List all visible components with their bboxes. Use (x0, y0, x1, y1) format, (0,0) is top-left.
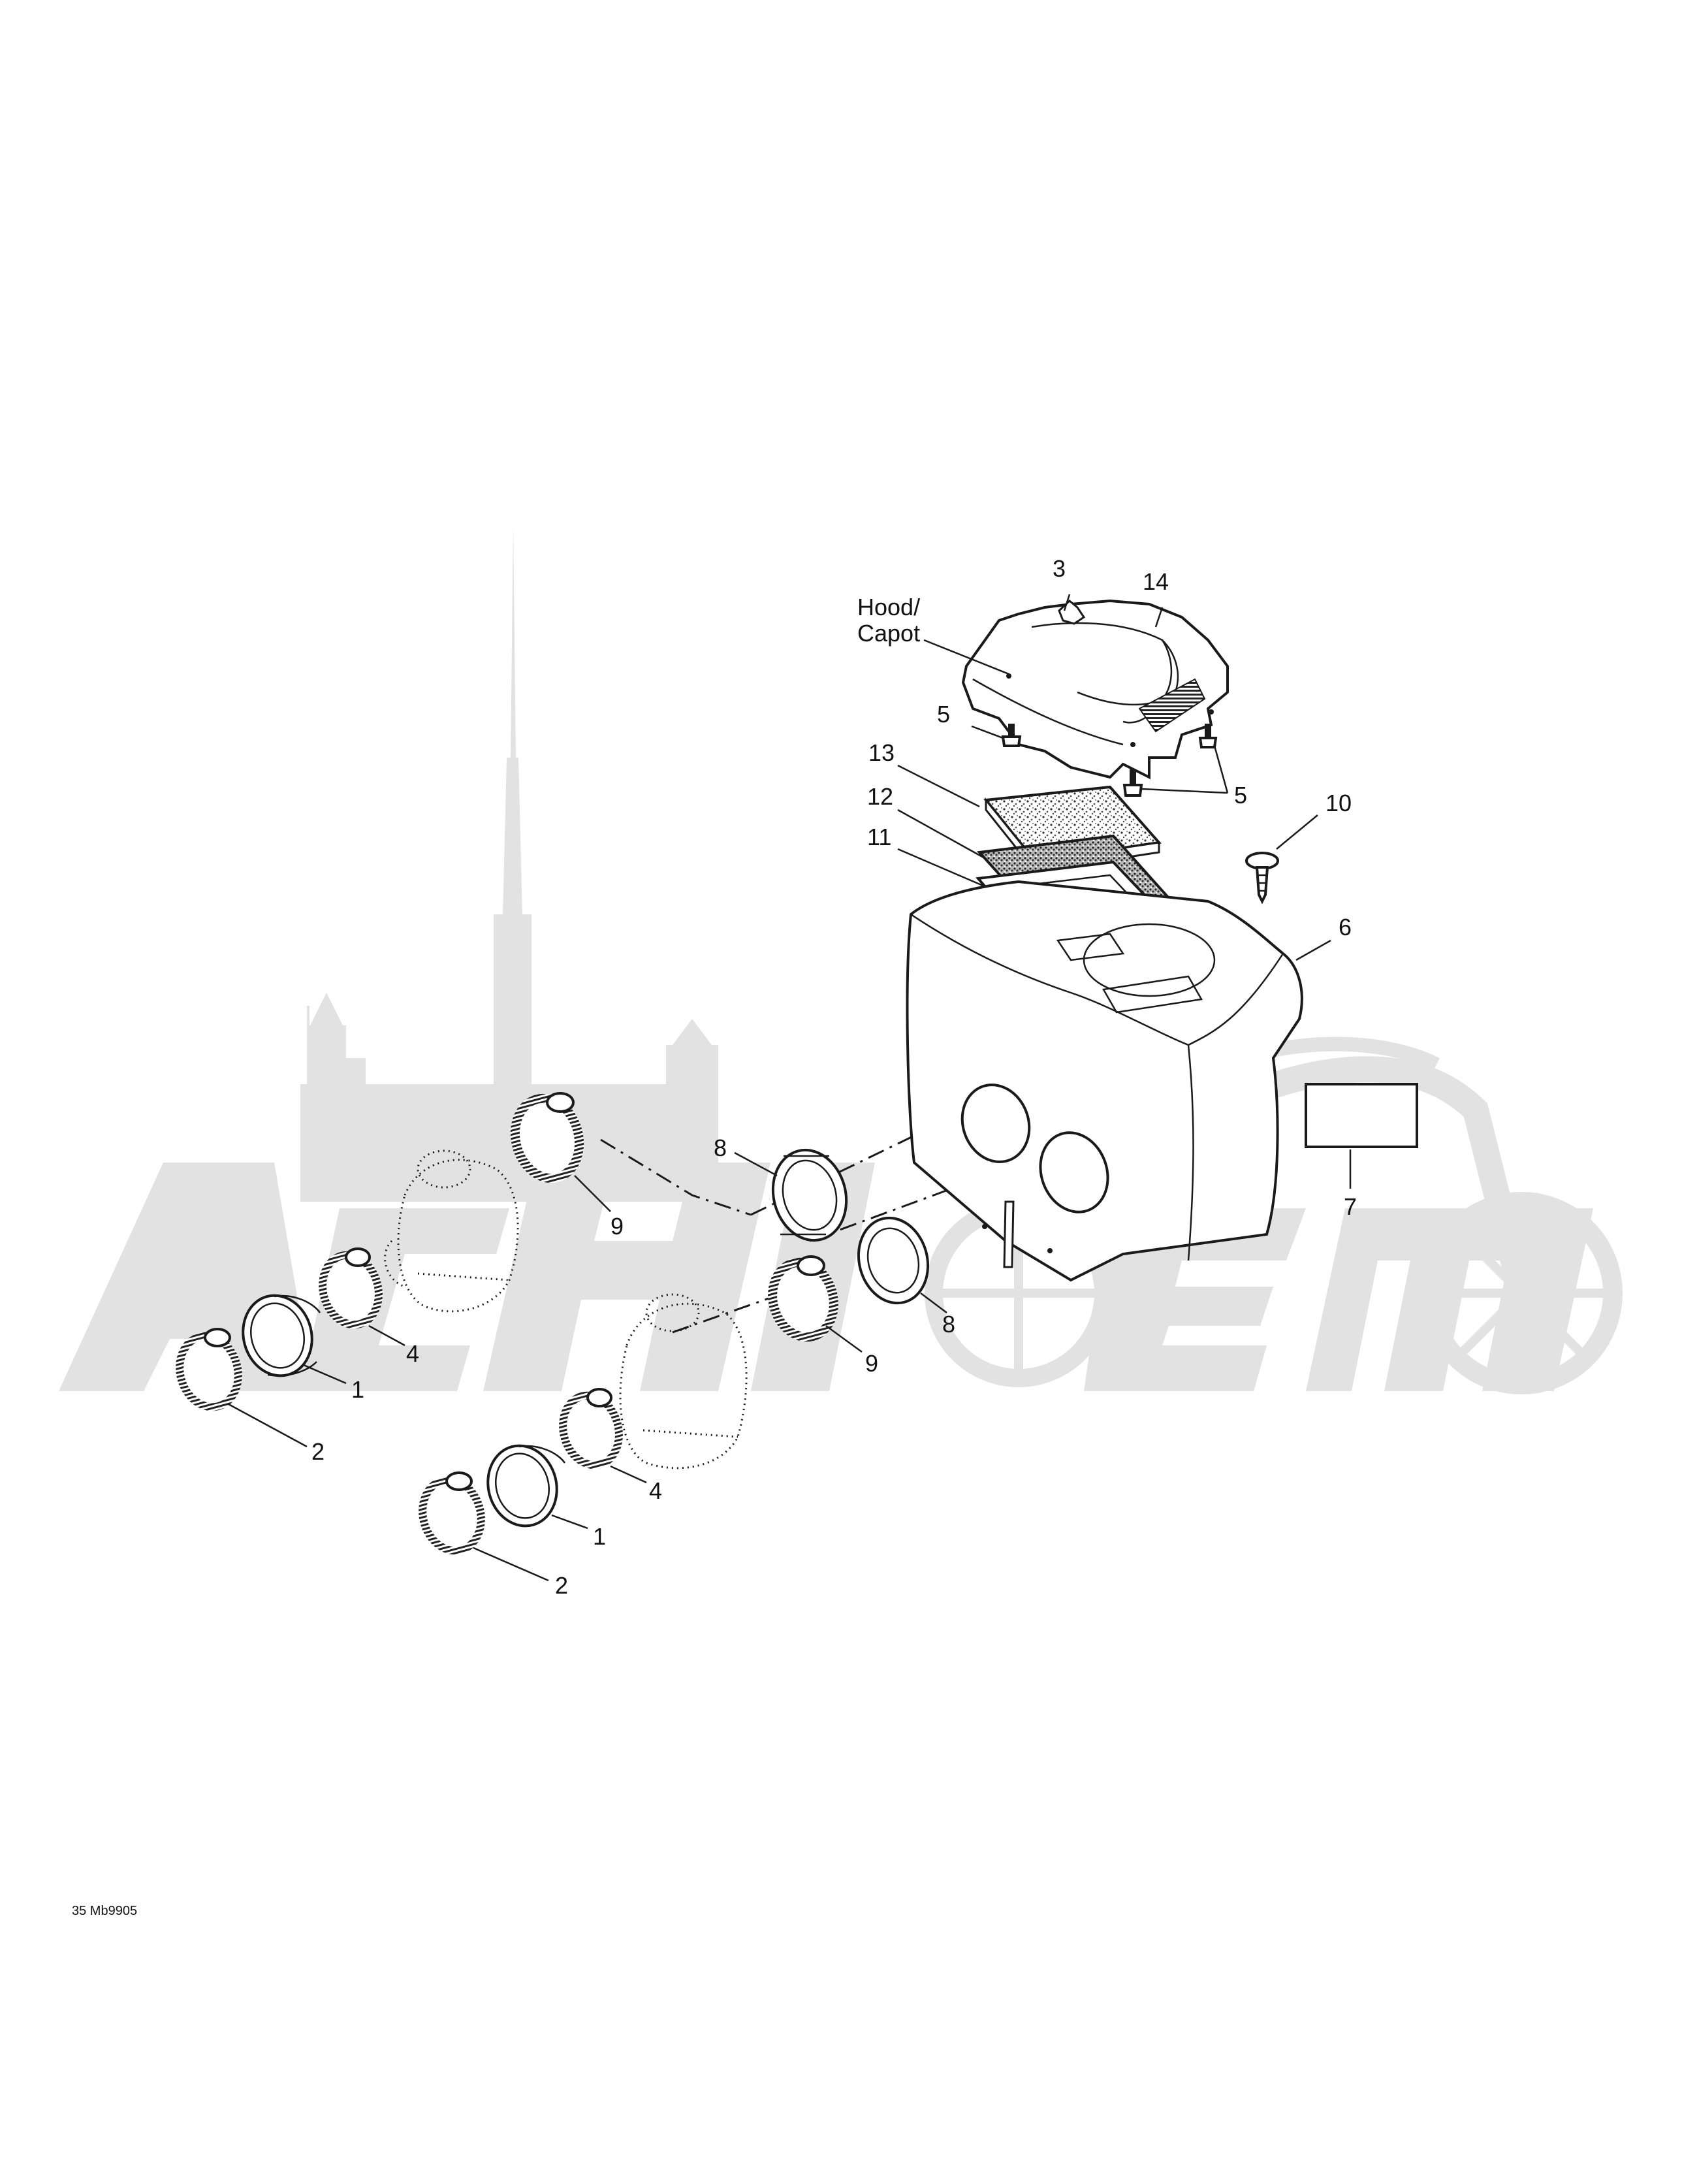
rubber-adaptor-upper (771, 1148, 848, 1242)
callout-4-lower: 4 (649, 1477, 662, 1504)
figure-reference-code: 35 Mb9905 (72, 1904, 137, 1918)
carburetor-upper (384, 1149, 519, 1313)
air-silencer-hood (961, 599, 1229, 780)
hood-label-line-2: Capot (857, 620, 920, 647)
rubber-adaptor-lower (857, 1216, 930, 1305)
callout-14: 14 (1143, 568, 1169, 595)
clamp-silencer-lower (768, 1255, 838, 1342)
intake-adaptor-lower (486, 1444, 566, 1528)
clamp-front-lower (419, 1471, 485, 1555)
labels: Hood/ Capot 3 14 5 5 13 12 11 10 6 7 8 8… (72, 555, 1357, 1918)
callout-4-upper: 4 (406, 1340, 419, 1367)
watermark-skyline (300, 522, 718, 1202)
screw-hood-left (1001, 724, 1022, 747)
callout-12: 12 (867, 783, 893, 810)
callout-5-left: 5 (937, 701, 950, 728)
hood-label-line-1: Hood/ (857, 594, 920, 620)
clamp-silencer-upper (510, 1092, 584, 1183)
leader-lines (228, 594, 1352, 1582)
callout-13: 13 (868, 739, 895, 766)
callout-1-lower: 1 (593, 1523, 606, 1550)
air-silencer-body (906, 880, 1303, 1282)
callout-9-lower: 9 (865, 1350, 878, 1377)
callout-9-upper: 9 (611, 1213, 624, 1240)
callout-7: 7 (1344, 1193, 1357, 1220)
callout-2-lower: 2 (555, 1572, 568, 1599)
push-rivet (1245, 852, 1279, 905)
decal-label (1305, 1083, 1418, 1148)
watermark (59, 522, 1623, 1394)
screw-hood-front (1122, 769, 1143, 797)
callout-8-upper: 8 (714, 1134, 727, 1161)
callout-10: 10 (1325, 790, 1352, 816)
clamp-carb-lower (559, 1388, 623, 1469)
intake-adaptor-upper (242, 1294, 321, 1377)
callout-11: 11 (867, 824, 891, 850)
callout-5-right: 5 (1234, 782, 1247, 809)
callout-1-upper: 1 (351, 1376, 364, 1403)
callout-6: 6 (1339, 914, 1352, 940)
callout-8-lower: 8 (942, 1311, 955, 1338)
callout-2-upper: 2 (311, 1438, 325, 1465)
clamp-carb-upper (319, 1247, 383, 1329)
carburetor-lower (619, 1293, 748, 1469)
callout-3: 3 (1053, 555, 1066, 582)
clamp-front-upper (176, 1328, 242, 1411)
